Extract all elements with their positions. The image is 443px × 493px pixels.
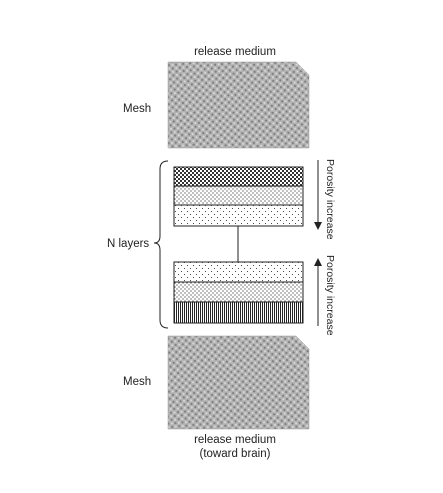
layer-top-1 <box>173 166 304 187</box>
layer-bottom-2 <box>173 281 304 303</box>
n-layers-bracket <box>153 160 169 329</box>
n-layers-label: N layers <box>107 238 149 250</box>
layer-top-3 <box>173 204 304 227</box>
top-release-medium-label: release medium <box>194 46 276 58</box>
bottom-layer-stack <box>173 261 304 324</box>
top-mesh <box>167 61 310 149</box>
top-layer-stack <box>173 166 304 227</box>
bottom-release-medium-label: release medium <box>194 434 276 446</box>
bottom-mesh <box>167 335 310 430</box>
top-mesh-label: Mesh <box>123 103 151 115</box>
bottom-mesh-label: Mesh <box>123 376 151 388</box>
layer-bottom-3 <box>173 301 304 324</box>
bottom-toward-brain-label: (toward brain) <box>200 448 271 460</box>
porosity-increase-label-bottom: Porosity increase <box>324 255 336 336</box>
porosity-increase-label-top: Porosity increase <box>324 159 336 240</box>
layer-top-2 <box>173 185 304 206</box>
layer-bottom-1 <box>173 261 304 283</box>
